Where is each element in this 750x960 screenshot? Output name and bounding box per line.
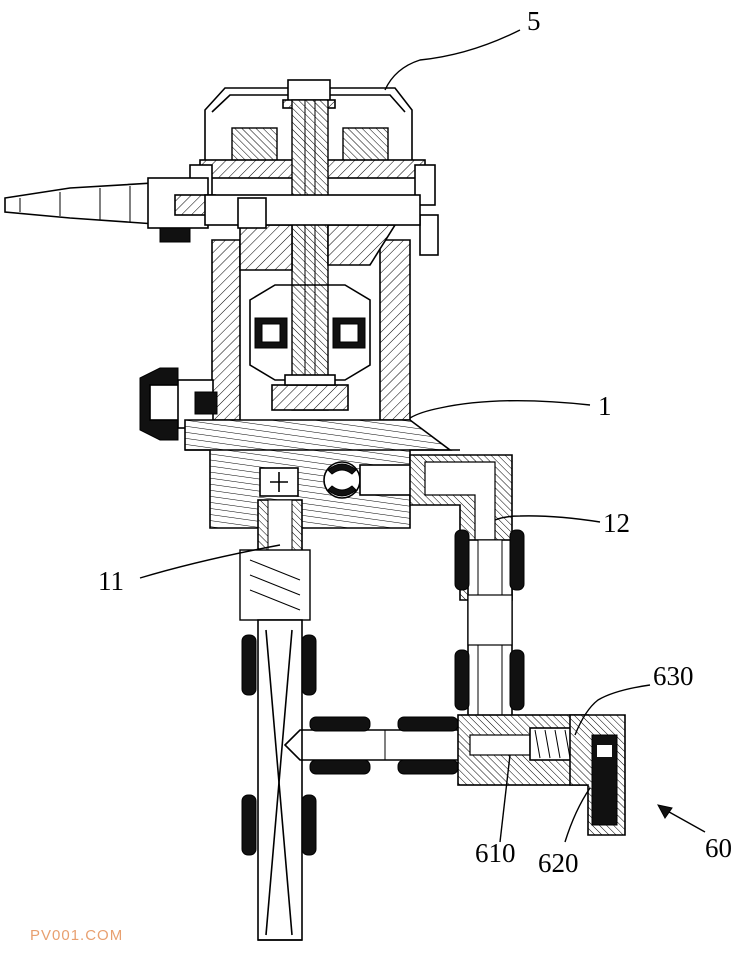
left-pipe — [239, 499, 317, 941]
coupling-section — [249, 284, 371, 411]
label-60: 60 — [705, 833, 732, 863]
central-shaft — [291, 99, 329, 411]
label-5: 5 — [527, 6, 541, 36]
right-pipe — [454, 529, 525, 721]
label-620: 620 — [538, 848, 579, 878]
label-12: 12 — [603, 508, 630, 538]
valve-block — [457, 714, 626, 836]
upper-housing — [204, 194, 421, 421]
label-11: 11 — [98, 566, 124, 596]
side-knob — [139, 367, 218, 441]
label-630: 630 — [653, 661, 694, 691]
horizontal-pipe — [283, 716, 461, 775]
leader-lines — [139, 29, 706, 843]
reference-labels: 5 1 12 11 630 610 620 60 — [98, 6, 732, 878]
main-body-block — [184, 419, 460, 529]
label-610: 610 — [475, 838, 516, 868]
label-1: 1 — [598, 391, 612, 421]
watermark: PV001.COM — [30, 927, 123, 944]
cable-connector — [4, 177, 216, 243]
